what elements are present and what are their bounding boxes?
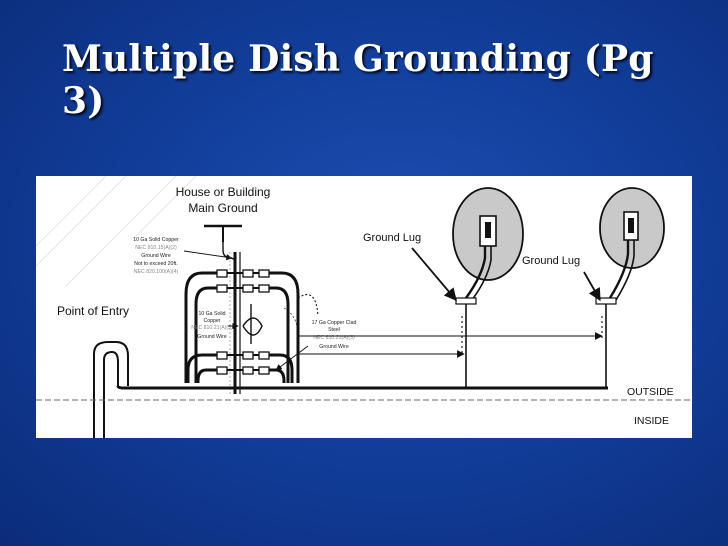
copper-note-line1: 10 Ga Solid	[198, 311, 225, 317]
ground-lug-arrow-2	[583, 271, 601, 302]
wire10-note-line1: 10 Ga Solid Copper	[133, 237, 179, 243]
scan-texture	[36, 176, 197, 287]
steel-note-line1: 17 Ga Copper Clad	[312, 320, 357, 326]
main-ground-label-line2: Main Ground	[188, 201, 257, 215]
point-of-entry-conduit	[93, 341, 186, 438]
wire10-note-line4: Not to exceed 20ft.	[134, 261, 178, 267]
copper-note-line4: Ground Wire	[197, 334, 227, 340]
wire10-note-line2: NEC 810.15(A)(2)	[135, 245, 177, 251]
grounding-diagram: House or Building Main Ground 10 Ga Soli…	[36, 176, 692, 438]
ground-lug-label-2: Ground Lug	[522, 255, 580, 267]
steel-note-line3: NEC 810.21(A)(3)	[313, 335, 355, 341]
ground-blocks	[216, 269, 270, 375]
main-ground-label-line1: House or Building	[176, 185, 271, 199]
coax-loops	[184, 271, 300, 383]
ground-block-ties	[227, 272, 259, 371]
slide-title: Multiple Dish Grounding (Pg 3)	[62, 38, 654, 122]
copper-note: 10 Ga Solid Copper NEC 810.21(A)(3) Grou…	[191, 311, 239, 340]
satellite-dish-1	[452, 187, 524, 388]
copper-note-line3: NEC 810.21(A)(3)	[191, 325, 233, 331]
grounding-diagram-svg: House or Building Main Ground 10 Ga Soli…	[36, 176, 692, 438]
steel-note-line4: Ground Wire	[319, 344, 349, 350]
ground-lug-arrow-1	[411, 247, 457, 301]
point-of-entry-label: Point of Entry	[57, 304, 129, 318]
ground-lug-label-1: Ground Lug	[363, 232, 421, 244]
wire10-note-line3: Ground Wire	[141, 253, 171, 259]
outside-label: OUTSIDE	[627, 386, 674, 398]
copper-note-line2: Copper	[203, 318, 220, 324]
inside-label: INSIDE	[634, 415, 669, 427]
satellite-dish-2	[595, 187, 665, 388]
steel-note-line2: Steel	[328, 327, 340, 333]
wire10-note: 10 Ga Solid Copper NEC 810.15(A)(2) Grou…	[133, 237, 233, 275]
wire10-note-line5: NEC 820.100(A)(4)	[134, 269, 179, 275]
signal-lines	[297, 294, 603, 358]
steel-note: 17 Ga Copper Clad Steel NEC 810.21(A)(3)…	[275, 307, 357, 371]
